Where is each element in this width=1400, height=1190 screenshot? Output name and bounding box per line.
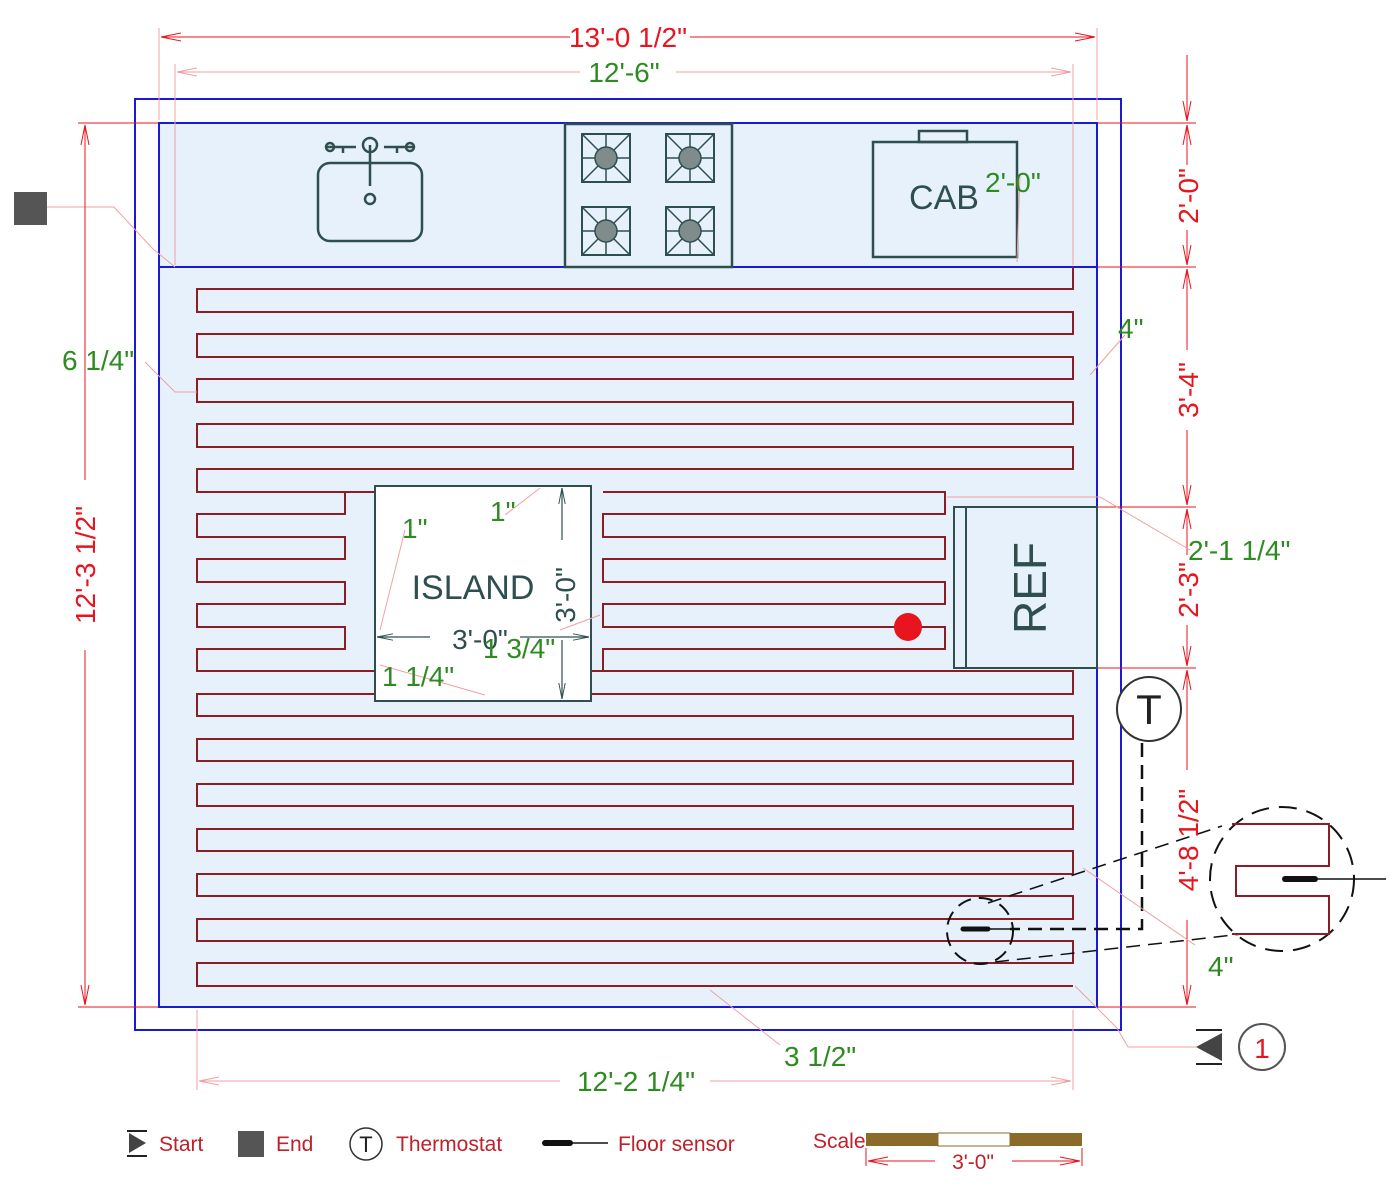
cable-start-marker: 1 [1074,985,1286,1071]
cable-end-marker [14,192,47,225]
island-height-dim: 3'-0" [550,567,581,623]
dim-island-gap-bottom: 1 1/4" [382,661,454,692]
thermostat-icon: T [1116,676,1182,742]
dim-right-offset-bottom: 4" [1208,951,1234,982]
svg-text:13'-0 1/2": 13'-0 1/2" [569,22,687,53]
svg-text:2'-0": 2'-0" [1173,168,1204,224]
refrigerator: REF [953,506,1098,669]
island: ISLAND 3'-0" 3'-0" [374,485,592,702]
leader-lines [144,174,1196,1046]
island-width-dim: 3'-0" [452,624,508,655]
legend-thermostat-icon: T [349,1127,383,1161]
outer-wall [134,98,1122,1031]
dim-right-offset-top: 4" [1118,313,1144,344]
cabinet: CAB [871,129,1019,259]
svg-text:2'-3": 2'-3" [1173,562,1204,618]
floor-sensor-location [894,613,922,641]
dim-island-gap-right: 1 3/4" [483,633,555,664]
dim-ref-offset: 2'-1 1/4" [1188,535,1290,566]
ref-label: REF [1004,542,1056,634]
svg-text:4'-8 1/2": 4'-8 1/2" [1173,789,1204,891]
dim-heated-width: 12'-2 1/4" [196,1010,1074,1097]
svg-text:12'-6": 12'-6" [588,57,659,88]
dim-cab-depth: 2'-0" [985,167,1041,198]
legend-end-label: End [276,1133,313,1156]
dim-island-gap-top: 1" [490,496,516,527]
dim-overall-width: 13'-0 1/2" [158,22,1098,120]
cab-label: CAB [909,179,979,217]
sensor-wire [1010,743,1144,931]
sink-icon [316,136,424,243]
legend-thermostat-label: Thermostat [396,1133,502,1156]
island-label: ISLAND [412,569,535,607]
dim-inner-width: 12'-6" [174,57,1074,265]
dim-right-segments: 2'-0" 3'-4" 2'-3" 4'-8 1/2" [1098,55,1204,1008]
legend-end-icon [238,1131,264,1157]
dim-overall-height: 12'-3 1/2" [70,122,158,1008]
dim-bottom-offset: 3 1/2" [784,1041,856,1072]
start-number: 1 [1254,1033,1270,1064]
svg-text:3'-4": 3'-4" [1173,362,1204,418]
legend-scale-label: Scale [813,1130,866,1153]
legend-start-label: Start [159,1133,204,1156]
legend: Start End T Thermostat Floor sensor Scal… [127,1127,1083,1174]
heating-cable [196,267,1074,987]
legend-scale-value: 3'-0" [952,1151,994,1174]
svg-text:T: T [359,1132,372,1157]
cooktop-icon [563,122,734,269]
legend-floor-sensor-label: Floor sensor [618,1133,735,1156]
svg-text:12'-3 1/2": 12'-3 1/2" [70,506,101,624]
dim-top-offset: 6 1/4" [62,345,134,376]
legend-start-icon [127,1130,147,1157]
thermostat-letter: T [1136,686,1162,733]
legend-scale-bar [865,1132,1083,1166]
svg-text:12'-2 1/4": 12'-2 1/4" [577,1066,695,1097]
sensor-detail-callout [946,806,1386,965]
dim-island-gap-left: 1" [402,513,428,544]
